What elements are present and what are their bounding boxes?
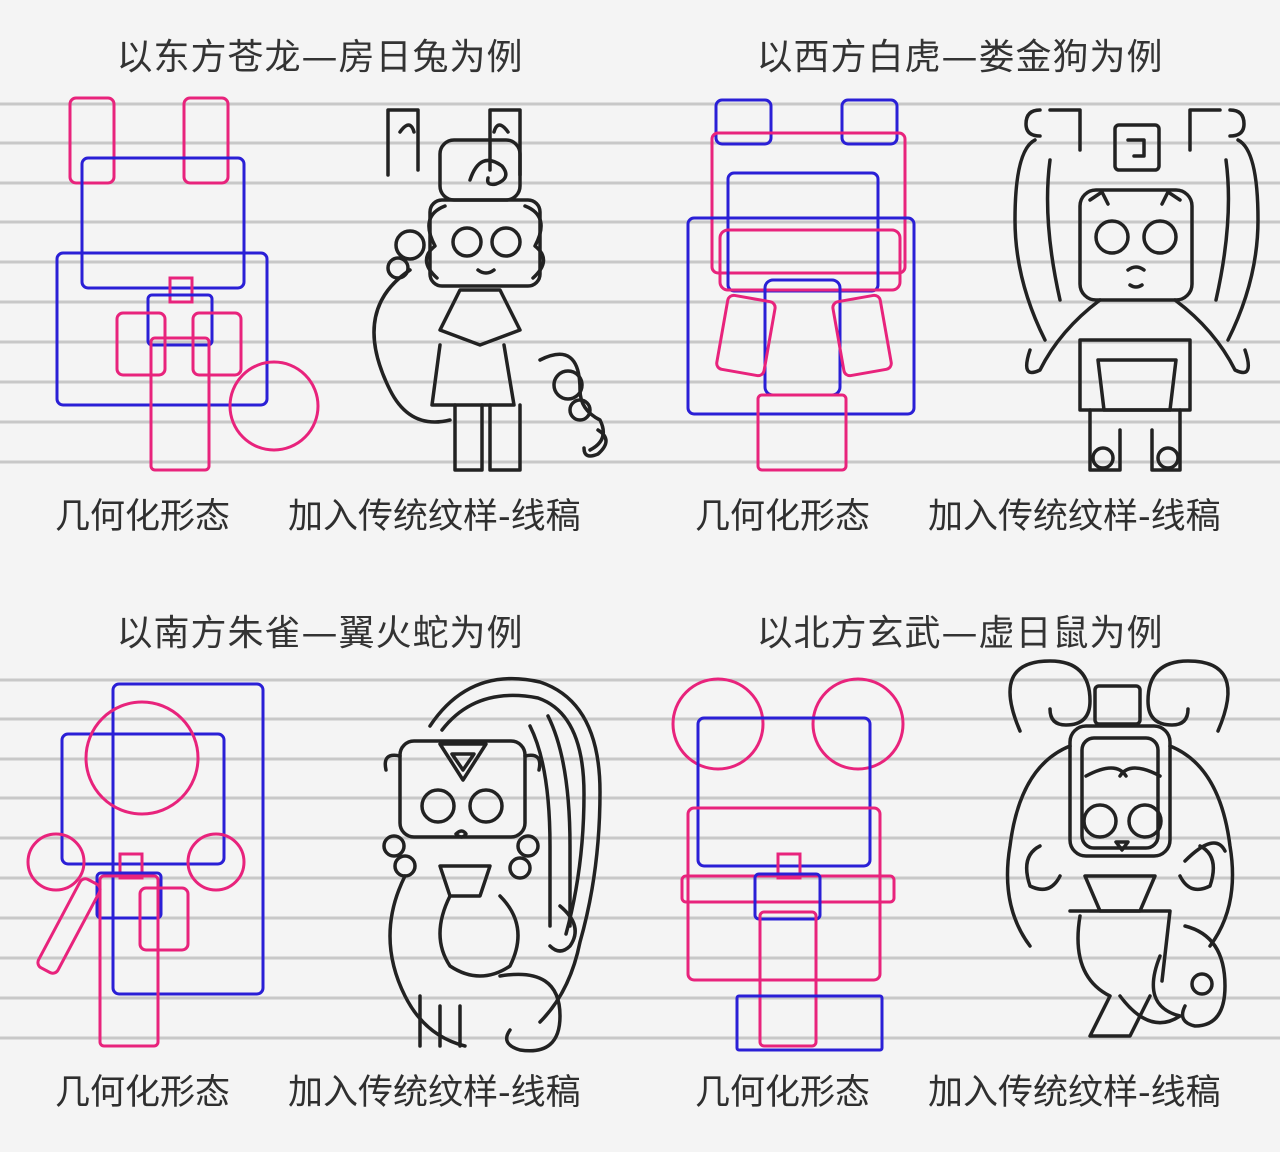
- panel-east-rabbit: 以东方苍龙—房日兔为例 几何化形态 加入传统纹样-线稿: [0, 0, 640, 576]
- caption-lineart: 加入传统纹样-线稿: [928, 1073, 1221, 1113]
- ruled-lines-background: [640, 0, 1280, 576]
- panel-title: 以南方朱雀—翼火蛇为例: [116, 613, 524, 654]
- caption-geometry: 几何化形态: [695, 1073, 871, 1113]
- ruled-lines-background: [640, 576, 1280, 1152]
- panel-title: 以东方苍龙—房日兔为例: [116, 37, 524, 78]
- caption-geometry: 几何化形态: [55, 497, 231, 537]
- rabbit-lineart: [372, 108, 608, 472]
- caption-lineart: 加入传统纹样-线稿: [288, 497, 581, 537]
- panel-title: 以北方玄武—虚日鼠为例: [756, 613, 1164, 654]
- caption-geometry: 几何化形态: [55, 1073, 231, 1113]
- caption-lineart: 加入传统纹样-线稿: [928, 497, 1221, 537]
- rabbit-geometry-shapes: [55, 96, 320, 472]
- dog-geometry-shapes: [686, 98, 916, 472]
- panel-title: 以西方白虎—娄金狗为例: [756, 37, 1164, 78]
- caption-lineart: 加入传统纹样-线稿: [288, 1073, 581, 1113]
- panel-west-dog: 以西方白虎—娄金狗为例 几何化形态 加入传统纹样-线稿: [640, 0, 1280, 576]
- snake-lineart: [382, 677, 602, 1053]
- panel-south-snake: 以南方朱雀—翼火蛇为例 几何化形态 加入传统纹样-线稿: [0, 576, 640, 1152]
- rat-geometry-shapes: [671, 677, 905, 1052]
- panel-north-rat: 以北方玄武—虚日鼠为例 几何化形态 加入传统纹样-线稿: [640, 576, 1280, 1152]
- dog-lineart: [1013, 108, 1260, 472]
- snake-geometry-shapes: [26, 682, 265, 1048]
- caption-geometry: 几何化形态: [695, 497, 871, 537]
- rat-lineart: [1005, 659, 1235, 1038]
